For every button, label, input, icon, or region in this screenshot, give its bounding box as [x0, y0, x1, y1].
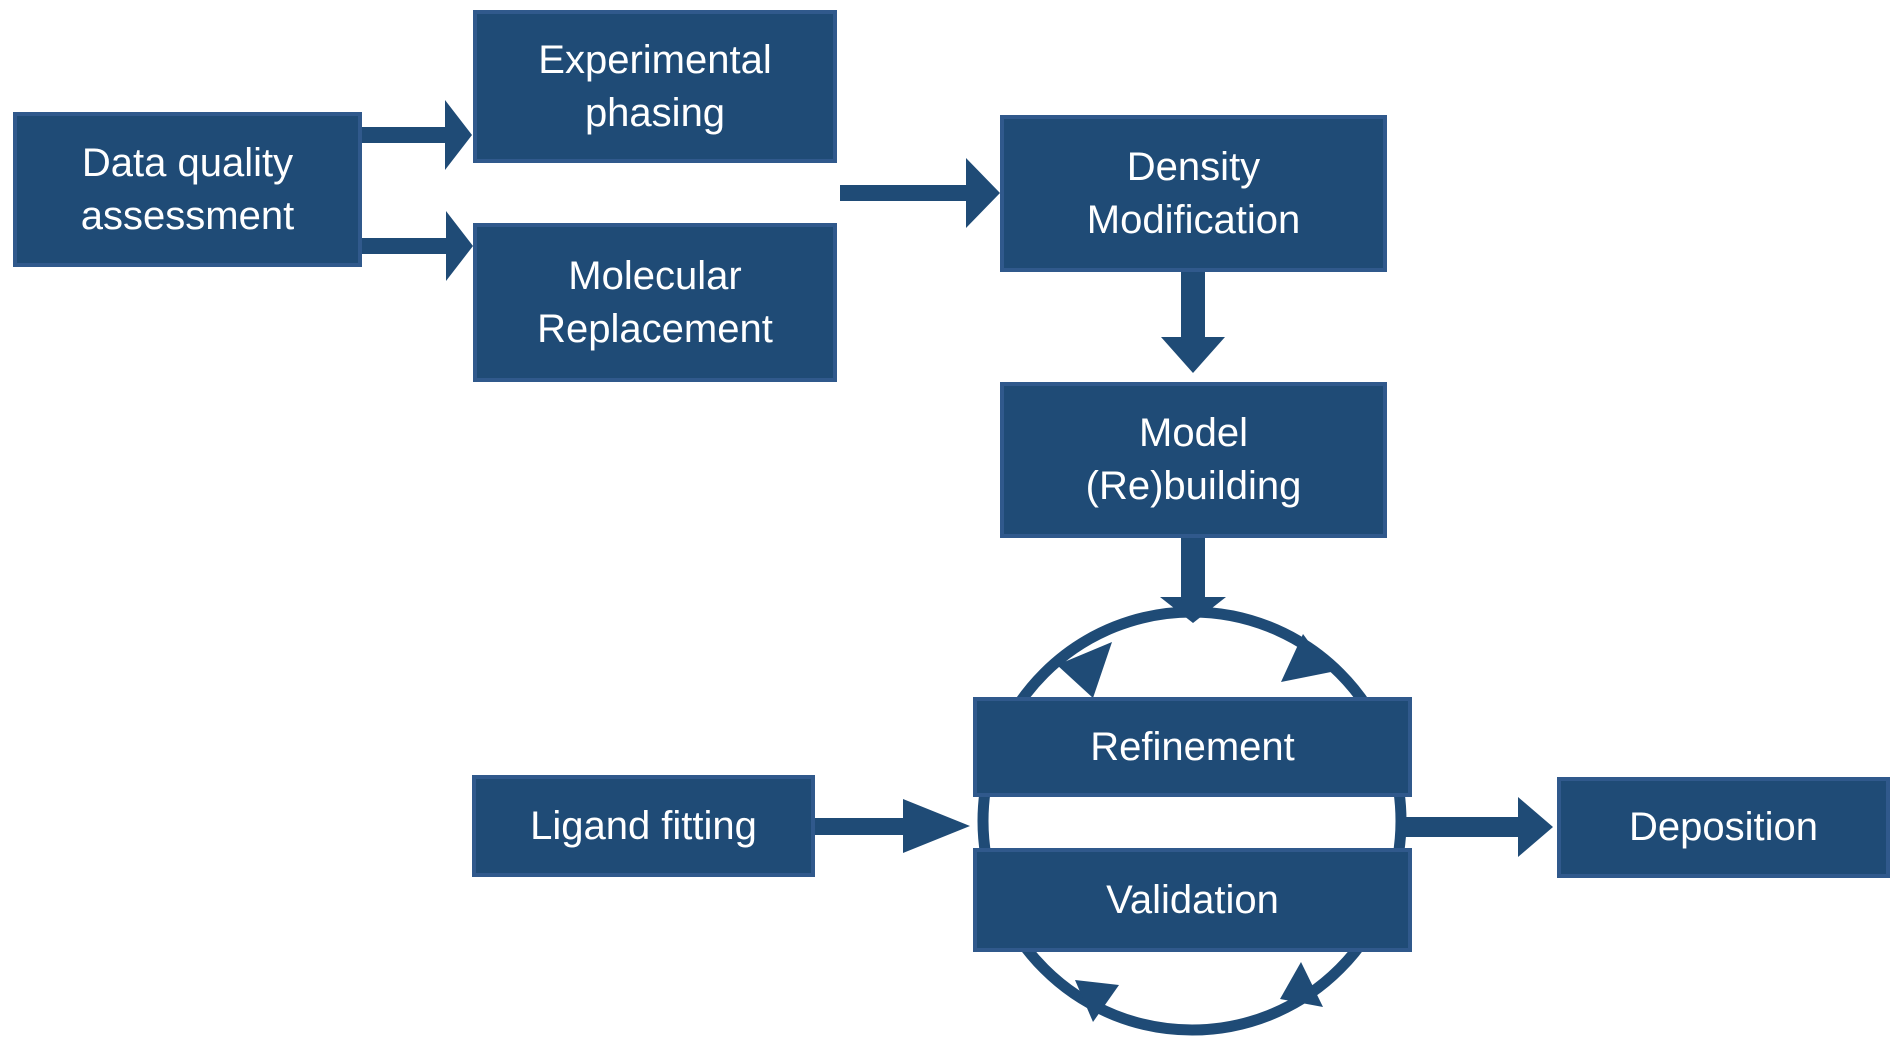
node-label: Refinement: [1090, 724, 1295, 769]
node-deposition: Deposition: [1557, 777, 1890, 878]
arrow-ligand-fitting-to-cycle-icon: [815, 799, 970, 853]
node-label: Replacement: [537, 306, 773, 351]
cycle-arrowhead-top-left-icon: [1057, 642, 1112, 698]
node-data-quality-assessment: Data quality assessment: [13, 112, 362, 267]
node-model-rebuilding: Model (Re)building: [1000, 382, 1387, 538]
arrow-model-rebuilding-to-cycle-icon: [1160, 538, 1226, 623]
node-label: Modification: [1086, 197, 1301, 242]
node-molecular-replacement: Molecular Replacement: [473, 223, 837, 382]
node-label: (Re)building: [1085, 464, 1302, 508]
node-label: Model: [1139, 411, 1248, 455]
node-label: phasing: [584, 90, 726, 135]
node-label: Deposition: [1628, 805, 1818, 849]
node-refinement: Refinement: [973, 697, 1412, 797]
node-label: Data quality: [81, 140, 294, 185]
arrow-dqa-to-experimental-phasing-icon: [362, 100, 472, 170]
arrow-density-modification-to-model-rebuilding-icon: [1161, 272, 1225, 373]
cycle-arrowhead-top-right-icon: [1281, 634, 1331, 682]
cycle-arrowhead-bottom-left-icon: [1075, 980, 1119, 1022]
node-density-modification: Density Modification: [1000, 115, 1387, 272]
node-label: Validation: [1106, 877, 1279, 922]
cycle-arrowhead-bottom-right-icon: [1280, 962, 1323, 1007]
arrow-dqa-to-molecular-replacement-icon: [362, 211, 473, 281]
node-label: Molecular: [568, 253, 742, 298]
node-label: Experimental: [538, 37, 772, 82]
arrow-cycle-to-deposition-icon: [1405, 797, 1553, 857]
arrow-phasing-to-density-modification-icon: [840, 158, 1000, 228]
node-label: Density: [1126, 144, 1261, 189]
node-ligand-fitting: Ligand fitting: [472, 775, 815, 877]
node-validation: Validation: [973, 848, 1412, 952]
node-label: Ligand fitting: [530, 803, 757, 848]
node-experimental-phasing: Experimental phasing: [473, 10, 837, 163]
node-label: assessment: [80, 193, 295, 238]
